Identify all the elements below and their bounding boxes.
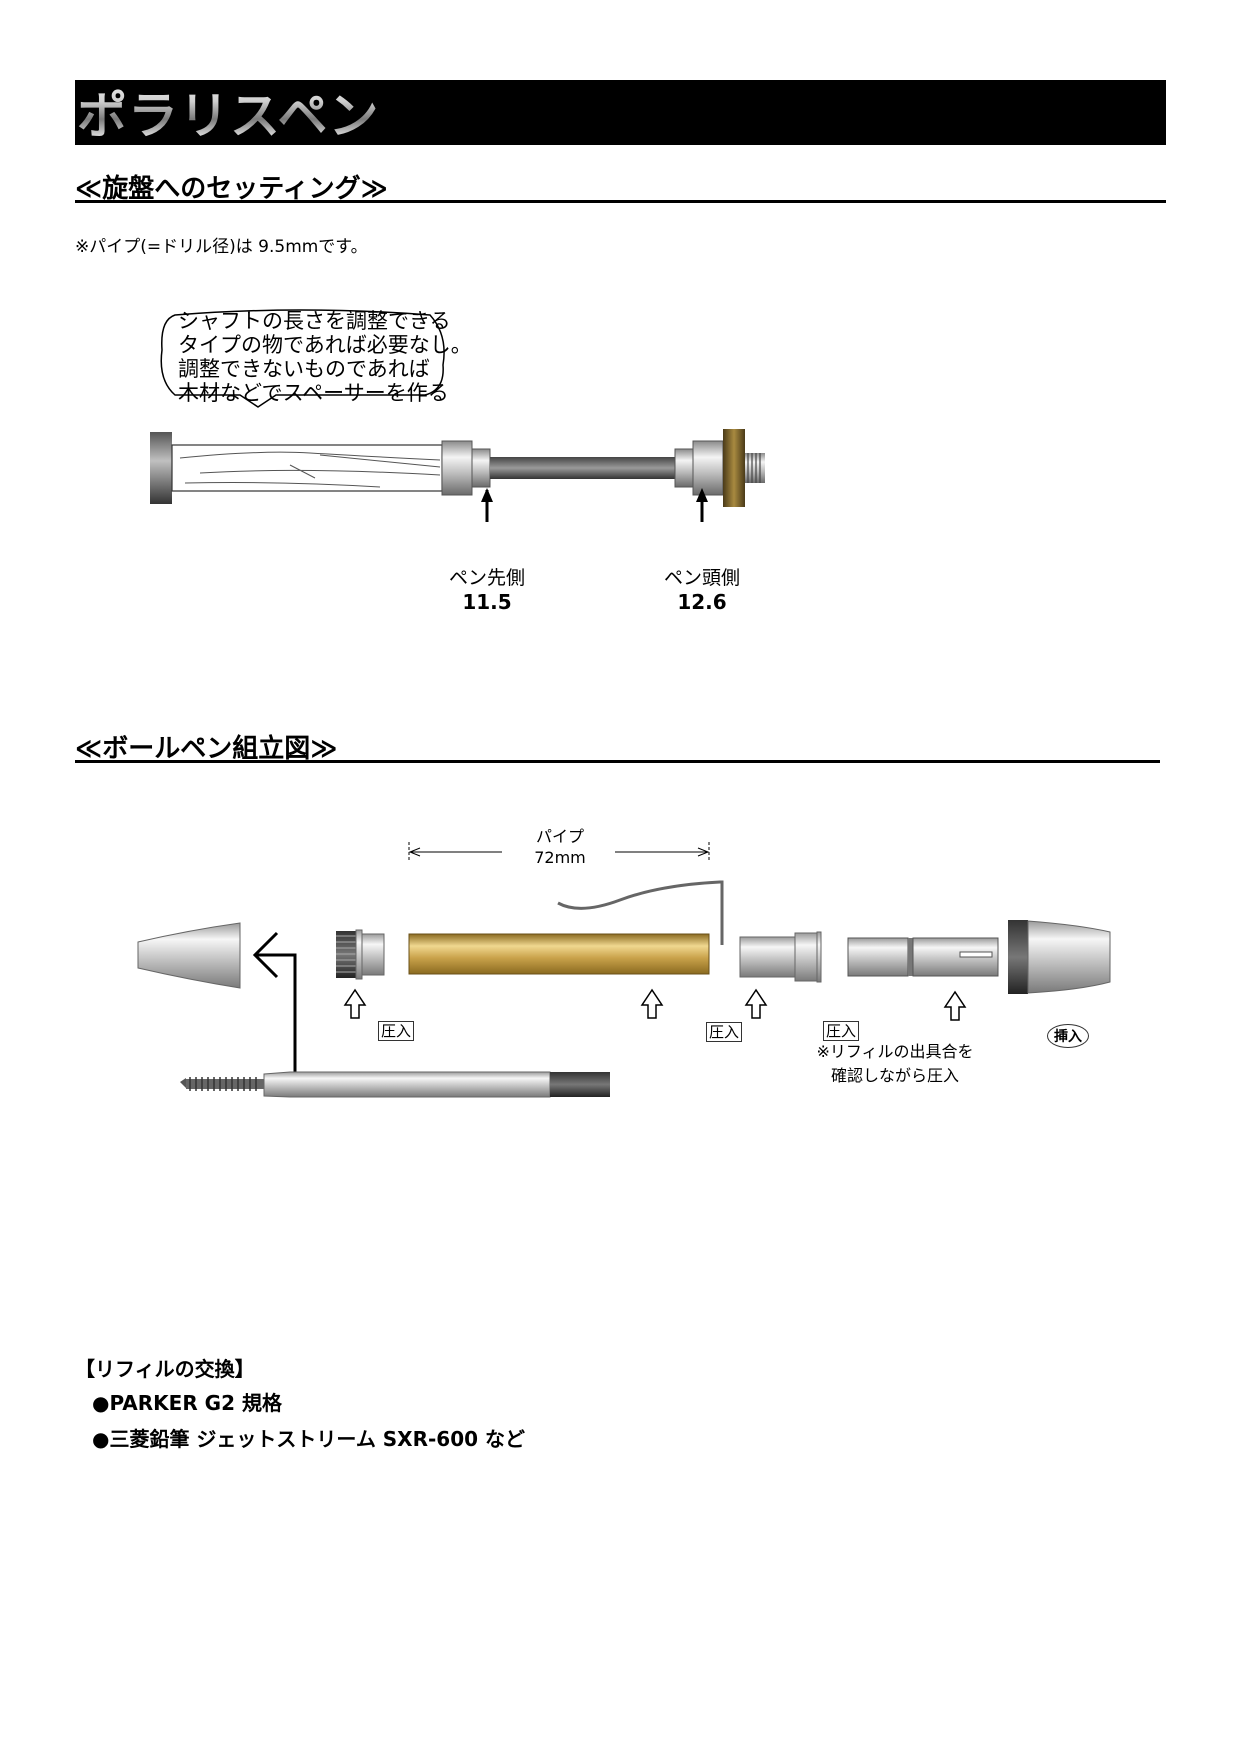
page-title: ポラリスペン bbox=[77, 76, 380, 148]
bubble-line: 調整できないものであれば bbox=[178, 357, 430, 381]
section-title-lathe: ≪旋盤へのセッティング≫ bbox=[75, 174, 388, 204]
refill-heading: 【リフィルの交換】 bbox=[75, 1357, 255, 1381]
refill-adjust-note: ※リフィルの出具合を 確認しながら圧入 bbox=[816, 1042, 974, 1085]
title-bar: ポラリスペン bbox=[75, 80, 1166, 145]
insert-label: 挿入 bbox=[1047, 1024, 1089, 1048]
pipe-diameter-note: ※パイプ(=ドリル径)は 9.5mmです。 bbox=[75, 237, 368, 257]
pen-assembly-diagram bbox=[137, 842, 1111, 1098]
refill-item-parker: ●PARKER G2 規格 bbox=[92, 1391, 282, 1415]
press-fit-label-3: 圧入 bbox=[823, 1021, 860, 1041]
bubble-line: 木材などでスペーサーを作る bbox=[178, 381, 449, 405]
press-fit-label-1: 圧入 bbox=[378, 1021, 415, 1041]
bubble-line: タイプの物であれば必要なし。 bbox=[178, 333, 472, 357]
bushing-label-head: ペン頭側 12.6 bbox=[663, 567, 740, 614]
lathe-mandrel-diagram bbox=[150, 309, 765, 522]
refill-item-mitsubishi: ●三菱鉛筆 ジェットストリーム SXR-600 など bbox=[92, 1427, 526, 1451]
section-title-assembly: ≪ボールペン組立図≫ bbox=[75, 734, 338, 764]
pipe-label: パイプ bbox=[535, 827, 584, 846]
press-fit-label-2: 圧入 bbox=[706, 1022, 743, 1042]
bushing-label-tip: ペン先側 11.5 bbox=[448, 567, 525, 614]
section-heading-lathe: ≪旋盤へのセッティング≫ bbox=[75, 168, 1166, 204]
speech-bubble-text: シャフトの長さを調整できる タイプの物であれば必要なし。 調整できないものであれ… bbox=[178, 309, 472, 405]
bubble-line: シャフトの長さを調整できる bbox=[178, 309, 451, 333]
pipe-length-label: 72mm bbox=[534, 848, 586, 867]
section-heading-assembly: ≪ボールペン組立図≫ bbox=[75, 728, 1160, 764]
